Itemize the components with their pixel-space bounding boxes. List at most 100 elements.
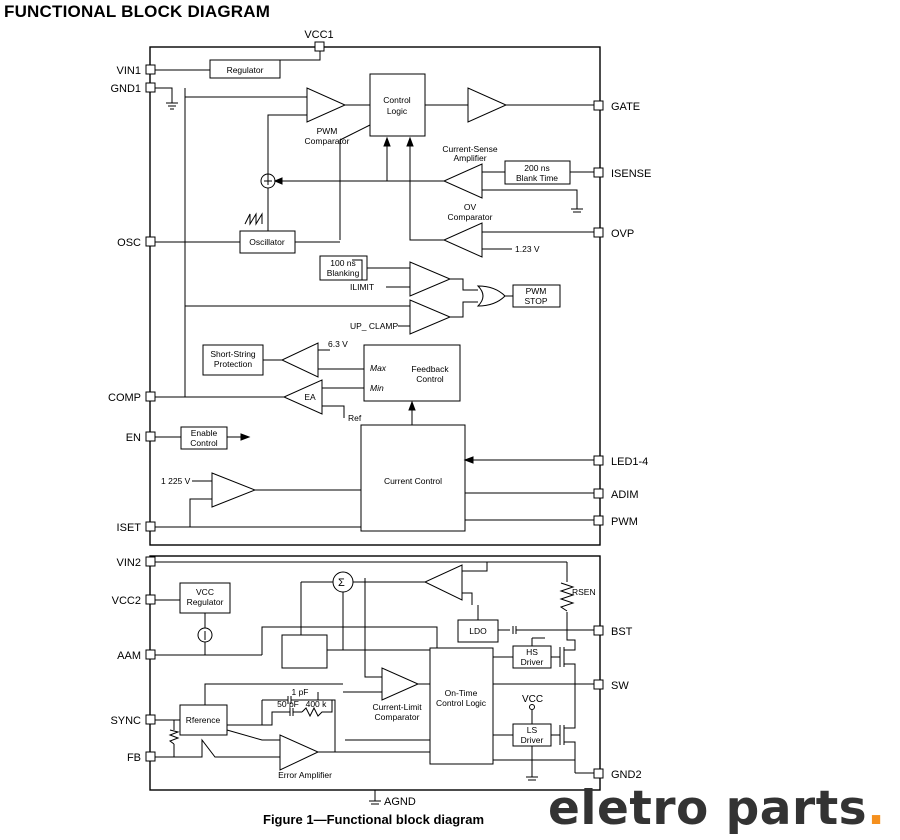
ov-comparator xyxy=(442,222,483,258)
pin-label-bst: BST xyxy=(611,626,633,638)
vcc-regulator-label-2: Regulator xyxy=(187,597,224,607)
pin-label-gate: GATE xyxy=(611,101,640,113)
pin-label-fb: FB xyxy=(127,752,141,764)
lower-current-sense-amp xyxy=(423,564,463,601)
feedback-control-label-1: Feedback xyxy=(411,364,449,374)
ls-driver-label-1: LS xyxy=(527,725,538,735)
figure-caption: Figure 1—Functional block diagram xyxy=(263,812,485,827)
pwm-comparator-label-2: Comparator xyxy=(305,136,350,146)
pwm-comparator-label-1: PWM xyxy=(317,126,338,136)
brand-logo: eletro parts. xyxy=(548,781,886,836)
pin-label-osc: OSC xyxy=(117,237,141,249)
pin-label-agnd: AGND xyxy=(384,796,416,808)
cl-comp-label-2: Comparator xyxy=(375,712,420,722)
blank-time-label-1: 200 ns xyxy=(524,163,550,173)
pin-sw[interactable] xyxy=(593,679,604,690)
current-control-block xyxy=(360,424,466,532)
control-block-small xyxy=(281,634,328,669)
reference-block xyxy=(179,704,228,736)
control-logic-label-1: Control xyxy=(383,95,411,105)
sum-label: Σ xyxy=(338,577,345,589)
on-time-control-block xyxy=(429,647,494,765)
ontime-label-1: On-Time xyxy=(445,688,478,698)
regulator-block xyxy=(209,59,281,79)
cs-amp-label-2: Amplifier xyxy=(453,153,486,163)
pin-vcc2[interactable] xyxy=(145,594,156,605)
pin-gnd1[interactable] xyxy=(145,82,156,93)
pin-ovp[interactable] xyxy=(593,227,604,238)
ov-comparator-label-1: OV xyxy=(464,202,477,212)
pin-isense[interactable] xyxy=(593,167,604,178)
r400k-label: 400 k xyxy=(306,699,328,709)
enable-control-label-2: Control xyxy=(190,438,218,448)
pin-pwm[interactable] xyxy=(593,515,604,526)
pin-label-sync: SYNC xyxy=(110,715,141,727)
pin-label-vin2: VIN2 xyxy=(117,557,141,569)
chip-upper-outline xyxy=(149,46,601,546)
blank-time-label-2: Blank Time xyxy=(516,173,558,183)
blanking-label-2: Blanking xyxy=(327,268,360,278)
ilimit-label: ILIMIT xyxy=(350,282,374,292)
pin-aam[interactable] xyxy=(145,649,156,660)
pin-label-vin1: VIN1 xyxy=(117,65,141,77)
pwm-stop-label-2: STOP xyxy=(525,296,548,306)
or-gate xyxy=(476,285,506,307)
pin-adim[interactable] xyxy=(593,488,604,499)
iset-amplifier xyxy=(211,472,257,508)
page-title: FUNCTIONAL BLOCK DIAGRAM xyxy=(4,2,271,21)
pin-gate[interactable] xyxy=(593,100,604,111)
pin-label-aam: AAM xyxy=(117,650,141,662)
pin-label-isense: ISENSE xyxy=(611,168,651,180)
pin-en[interactable] xyxy=(145,431,156,442)
pin-vin2[interactable] xyxy=(145,556,156,567)
error-amp-ea xyxy=(282,379,323,415)
hs-driver-label-2: Driver xyxy=(521,657,544,667)
pin-label-comp: COMP xyxy=(108,392,141,404)
enable-control-label-1: Enable xyxy=(191,428,218,438)
ls-driver-label-2: Driver xyxy=(521,735,544,745)
pin-label-vcc2: VCC2 xyxy=(112,595,141,607)
rsen-label: RSEN xyxy=(572,587,596,597)
pwm-stop-label-1: PWM xyxy=(526,286,547,296)
current-control-label: Current Control xyxy=(384,476,442,486)
pin-bst[interactable] xyxy=(593,625,604,636)
v63-label: 6.3 V xyxy=(328,339,348,349)
pin-vin1[interactable] xyxy=(145,64,156,75)
brand-dot: . xyxy=(867,781,886,836)
ldo-label: LDO xyxy=(469,626,487,636)
pin-gnd2[interactable] xyxy=(593,768,604,779)
reference-label: Rference xyxy=(186,715,221,725)
pin-label-vcc1: VCC1 xyxy=(304,29,333,41)
c50pf-label: 50 pF xyxy=(277,699,299,709)
pin-comp[interactable] xyxy=(145,391,156,402)
pin-iset[interactable] xyxy=(145,521,156,532)
pin-label-gnd2: GND2 xyxy=(611,769,642,781)
pwm-stop-block xyxy=(512,284,561,308)
pin-vcc1-box[interactable] xyxy=(314,41,325,52)
vcc-regulator-label-1: VCC xyxy=(196,587,214,597)
control-logic-label-2: Logic xyxy=(387,106,408,116)
pin-sync[interactable] xyxy=(145,714,156,725)
current-sense-amplifier xyxy=(442,163,483,199)
pin-led[interactable] xyxy=(593,455,604,466)
ontime-label-2: Control Logic xyxy=(436,698,487,708)
control-logic-block xyxy=(369,73,426,137)
pin-fb[interactable] xyxy=(145,751,156,762)
feedback-control-label-2: Control xyxy=(416,374,444,384)
v1225-label: 1 225 V xyxy=(161,476,191,486)
v123-label: 1.23 V xyxy=(515,244,540,254)
pin-label-en: EN xyxy=(126,432,141,444)
pin-label-sw: SW xyxy=(611,680,629,692)
pwm-comparator xyxy=(306,87,347,123)
ea-label: EA xyxy=(304,392,316,402)
current-limit-comparator xyxy=(381,667,420,701)
ref-label: Ref xyxy=(348,413,362,423)
pin-label-gnd1: GND1 xyxy=(110,83,141,95)
upclamp-comparator xyxy=(409,299,452,335)
pin-osc[interactable] xyxy=(145,236,156,247)
upclamp-label: UP_ CLAMP xyxy=(350,321,399,331)
ov-comparator-label-2: Comparator xyxy=(448,212,493,222)
short-string-label-1: Short-String xyxy=(210,349,256,359)
ilimit-comparator xyxy=(409,261,452,297)
hs-driver-label-1: HS xyxy=(526,647,538,657)
